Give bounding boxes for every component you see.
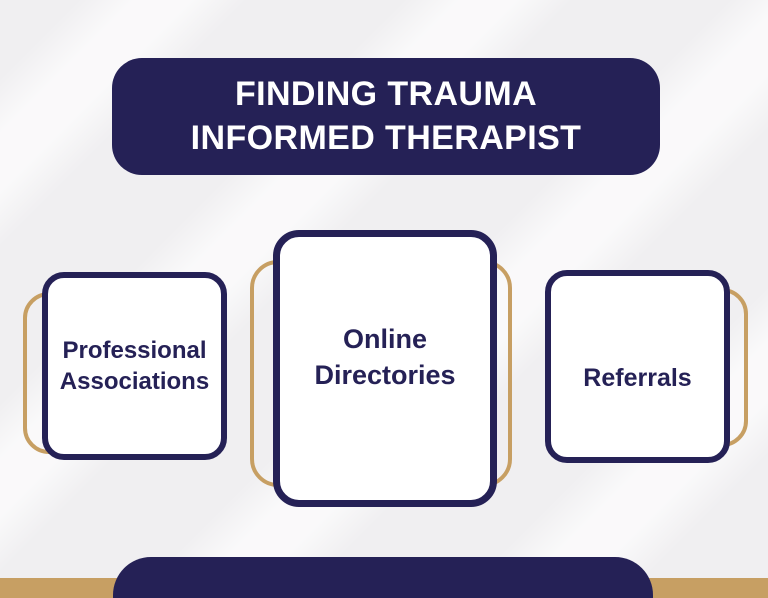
card-professional-associations: Professional Associations (42, 272, 227, 460)
title-line-1: FINDING TRAUMA (234, 74, 538, 113)
title-banner: FINDING TRAUMA INFORMED THERAPIST (112, 58, 660, 175)
card-label-line: Directories (314, 359, 456, 390)
bottom-banner (113, 557, 653, 598)
card-label-line: Online (342, 324, 427, 355)
title-line-2: INFORMED THERAPIST (190, 118, 582, 157)
card-online-directories: Online Directories (273, 230, 497, 507)
card-label-line: Associations (59, 368, 210, 395)
card-label-line: Referrals (583, 364, 692, 393)
card-label-line: Professional (62, 336, 207, 364)
card-referrals: Referrals (545, 270, 730, 463)
